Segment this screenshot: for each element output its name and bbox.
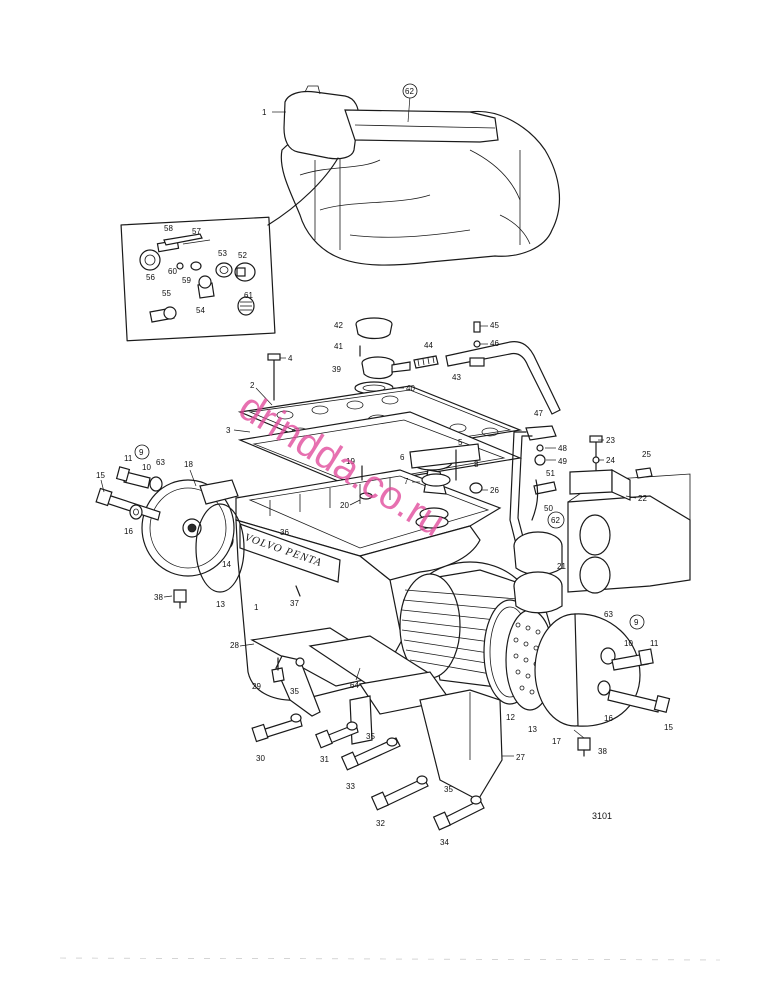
bolt-34	[432, 799, 485, 831]
callout-label: 15	[664, 723, 673, 732]
callout-label: 56	[146, 273, 155, 282]
callout-label: 16	[124, 527, 133, 536]
callout-label: 44	[424, 341, 433, 350]
callout-label: 28	[230, 641, 239, 650]
callout-label: 22	[638, 494, 647, 503]
callout-label: 35	[366, 732, 375, 741]
engine-overview	[267, 85, 561, 266]
cooler-block-right	[567, 435, 691, 594]
callout-label: 43	[452, 373, 461, 382]
bolt-31	[315, 723, 359, 749]
mounting-brackets	[250, 585, 503, 831]
bolt-32	[370, 777, 429, 811]
callout-label: 31	[320, 755, 329, 764]
callout-label: 35	[444, 785, 453, 794]
callout-label: 18	[184, 460, 193, 469]
callout-label: 51	[546, 469, 555, 478]
callout-label: 13	[216, 600, 225, 609]
callout-label: 25	[642, 450, 651, 459]
callout-label: 61	[244, 291, 253, 300]
callout-labels: 1 62 58 57 56 60 59 53 52 55 54 61 42 41…	[96, 83, 673, 847]
callout-label: 8	[474, 460, 479, 469]
callout-label: 60	[168, 267, 177, 276]
left-end-cover	[95, 466, 245, 609]
callout-label: 13	[528, 725, 537, 734]
callout-label: 62	[551, 516, 560, 525]
callout-label: 33	[346, 782, 355, 791]
callout-label: 24	[606, 456, 615, 465]
callout-label: 26	[490, 486, 499, 495]
thermostat-parts	[359, 443, 483, 529]
callout-label: 10	[142, 463, 151, 472]
callout-label: 11	[124, 454, 133, 463]
callout-label: 3	[226, 426, 231, 435]
callout-label: 46	[490, 339, 499, 348]
callout-label: 35	[290, 687, 299, 696]
heat-exchanger-body: VOLVO PENTA	[218, 469, 502, 701]
callout-label: 19	[346, 457, 355, 466]
callout-label: 57	[192, 227, 201, 236]
callout-label: 64	[350, 681, 359, 690]
sensor-inset	[120, 216, 276, 342]
top-cover	[237, 385, 523, 487]
callout-label: 47	[534, 409, 543, 418]
callout-label: 52	[238, 251, 247, 260]
callout-label: 39	[332, 365, 341, 374]
callout-label: 29	[252, 682, 261, 691]
callout-label: 4	[288, 354, 293, 363]
callout-label: 10	[624, 639, 633, 648]
connecting-hoses	[513, 531, 563, 614]
callout-label: 37	[290, 599, 299, 608]
callout-label: 17	[552, 737, 561, 746]
callout-label: 45	[490, 321, 499, 330]
callout-label: 36	[280, 528, 289, 537]
callout-label: 21	[557, 562, 566, 571]
callout-label: 20	[340, 501, 349, 510]
bolt-30	[251, 717, 303, 743]
callout-label: 54	[196, 306, 205, 315]
callout-label: 7	[404, 477, 409, 486]
callout-label: 38	[154, 593, 163, 602]
callout-label: 63	[156, 458, 165, 467]
callout-label: 27	[516, 753, 525, 762]
callout-label: 34	[440, 838, 449, 847]
callout-label: 14	[222, 560, 231, 569]
callout-label: 58	[164, 224, 173, 233]
hose-fittings	[509, 425, 557, 561]
callout-label: 1	[262, 108, 267, 117]
callout-label: 15	[96, 471, 105, 480]
callout-label: 16	[604, 714, 613, 723]
callout-label: 53	[218, 249, 227, 258]
callout-label: 40	[406, 384, 415, 393]
callout-label: 11	[650, 639, 659, 648]
callout-label: 5	[458, 438, 463, 447]
figure-number: 3101	[592, 811, 612, 821]
callout-label: 50	[544, 504, 553, 513]
callout-label: 2	[250, 381, 255, 390]
callout-label: 12	[506, 713, 515, 722]
callout-label: 6	[400, 453, 405, 462]
callout-label: 9	[139, 448, 144, 457]
callout-label: 59	[182, 276, 191, 285]
callout-label: 55	[162, 289, 171, 298]
callout-label: 23	[606, 436, 615, 445]
callout-label: 9	[634, 618, 639, 627]
right-end-cover	[534, 613, 671, 757]
callout-label: 38	[598, 747, 607, 756]
callout-label: 1	[254, 603, 259, 612]
callout-label: 30	[256, 754, 265, 763]
callout-label: 32	[376, 819, 385, 828]
callout-label: 48	[558, 444, 567, 453]
callout-label: 42	[334, 321, 343, 330]
callout-label: 41	[334, 342, 343, 351]
thermostat-cover-parts	[255, 317, 561, 415]
sensor-56-icon	[139, 239, 180, 271]
callout-label: 62	[405, 87, 414, 96]
tube-stack	[399, 561, 561, 711]
callout-label: 63	[604, 610, 613, 619]
callout-label: 49	[558, 457, 567, 466]
